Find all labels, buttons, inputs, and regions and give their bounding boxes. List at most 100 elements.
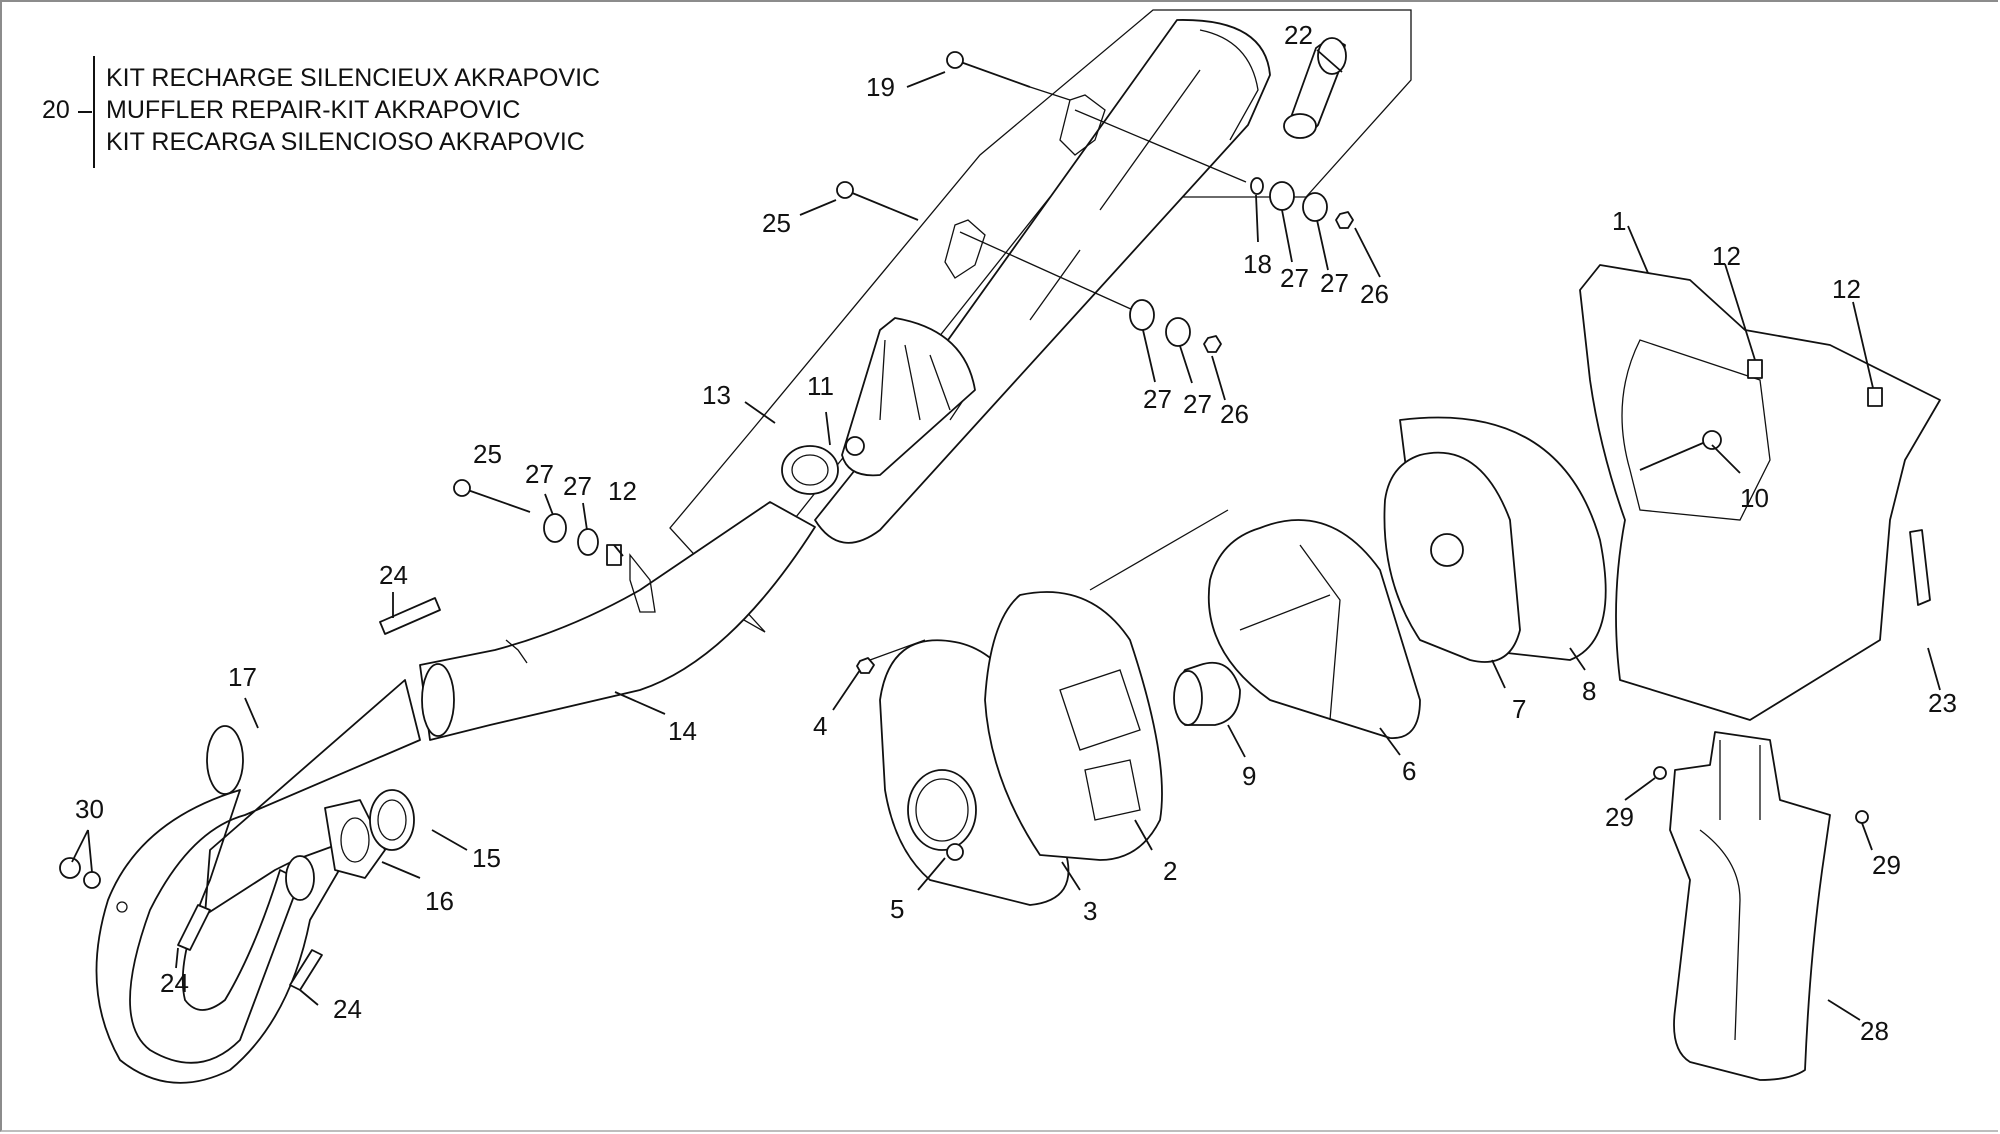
link-pipe [419, 501, 816, 741]
muffler-bolt-head [946, 51, 964, 69]
filter-bolt-knob [1702, 430, 1722, 450]
muffler-cone-ribs [879, 339, 951, 421]
screw-left [1653, 766, 1667, 780]
callout-c27a: 27 [1280, 263, 1309, 293]
clip-nut-airbox-right [1867, 387, 1883, 407]
filter-hub [1430, 533, 1464, 567]
airbox-group [1579, 264, 1941, 1081]
drain-plug [59, 857, 81, 879]
callout-c17: 17 [228, 662, 257, 692]
link-pipe-group [419, 479, 816, 741]
bolt-lower-head [453, 479, 471, 497]
leader-line-set [71, 49, 1941, 1021]
filter-group [1173, 416, 1607, 739]
screw-right [1855, 810, 1869, 824]
callout-c14: 14 [668, 716, 697, 746]
clip-nut-airbox-left [1747, 359, 1763, 379]
callout-c11: 11 [807, 371, 834, 401]
callout-c27f: 27 [563, 471, 592, 501]
callout-c10: 10 [1740, 483, 1769, 513]
kit-descriptions: KIT RECHARGE SILENCIEUX AKRAPOVIC MUFFLE… [106, 62, 600, 158]
header-pipe-outlet [285, 855, 315, 901]
exhaust-gasket [324, 799, 386, 879]
callout-c27c: 27 [1143, 384, 1172, 414]
cover-nut [856, 657, 875, 674]
clip-nut-pipe [606, 544, 622, 566]
airbox-cover [984, 591, 1163, 861]
kit-leader [78, 111, 92, 113]
kit-bracket [93, 56, 95, 168]
lock-nut-lower [1203, 335, 1222, 353]
header-pipe [95, 679, 421, 1084]
end-plug-cap [1317, 37, 1347, 75]
callout-c28: 28 [1860, 1016, 1889, 1046]
callout-c27e: 27 [525, 459, 554, 489]
cover-axis [1089, 509, 1229, 591]
strap [1909, 529, 1931, 606]
grommet-pipe-outer [577, 528, 599, 556]
bolt-upper-head [836, 181, 854, 199]
end-plug-tip [1283, 113, 1317, 139]
link-pipe-tab [505, 639, 528, 664]
muffler-cone [841, 317, 976, 477]
callout-c26b: 26 [1220, 399, 1249, 429]
grommet-lower-outer [1165, 317, 1191, 347]
filter-cage-frame [1239, 544, 1341, 721]
callout-c8: 8 [1582, 676, 1596, 706]
header-pipe-group [59, 597, 441, 1084]
callout-c29a: 29 [1605, 802, 1634, 832]
callout-labels: 1234567891011121212131415161718192223242… [75, 20, 1957, 1046]
bolt-upper [844, 189, 919, 221]
callout-c5: 5 [890, 894, 904, 924]
grommet-upper-outer [1302, 192, 1328, 222]
mud-flap [1669, 731, 1831, 1081]
callout-c27b: 27 [1320, 268, 1349, 298]
muffler-end-cap [1199, 29, 1259, 141]
callout-c23: 23 [1928, 688, 1957, 718]
mud-flap-ribs [1699, 740, 1761, 1041]
callout-c2: 2 [1163, 856, 1177, 886]
callout-c15: 15 [472, 843, 501, 873]
link-pipe-inlet [421, 663, 455, 737]
muffler-bolt [954, 59, 1031, 88]
callout-c12c: 12 [1832, 274, 1861, 304]
exhaust-gasket-hole [340, 817, 370, 863]
clamp-screw [845, 436, 865, 456]
upper-mount-axis [1074, 109, 1247, 183]
callout-c25b: 25 [473, 439, 502, 469]
bolt-lower [461, 487, 531, 513]
callout-c24a: 24 [379, 560, 408, 590]
drain-plug-port [116, 901, 128, 913]
airbox-opening [1621, 339, 1771, 521]
callout-c13: 13 [702, 380, 731, 410]
muffler-bracket-upper [1059, 94, 1106, 156]
callout-c22: 22 [1284, 20, 1313, 50]
callout-c27d: 27 [1183, 389, 1212, 419]
exhaust-seal-inner [377, 799, 407, 841]
callout-c30: 30 [75, 794, 104, 824]
exhaust-seal [369, 789, 415, 851]
washer [1250, 177, 1264, 195]
muffler-clamp-inner [791, 454, 829, 486]
intake-boot-inner [915, 778, 969, 842]
callout-c29b: 29 [1872, 850, 1901, 880]
lower-mount-axis [959, 231, 1134, 311]
airbox [1579, 264, 1941, 721]
callout-c1: 1 [1612, 206, 1626, 236]
callout-c25a: 25 [762, 208, 791, 238]
callout-c3: 3 [1083, 896, 1097, 926]
intake-sleeve-mouth [1173, 670, 1203, 726]
callout-c6: 6 [1402, 756, 1416, 786]
callout-c16: 16 [425, 886, 454, 916]
callout-c24b: 24 [160, 968, 189, 998]
callout-c12a: 12 [608, 476, 637, 506]
cover-nut-axis [869, 639, 926, 661]
muffler-group [669, 9, 1412, 633]
callout-c18: 18 [1243, 249, 1272, 279]
callout-c9: 9 [1242, 761, 1256, 791]
cover-ribs [1059, 669, 1141, 821]
spring-left [177, 904, 211, 951]
callout-c24c: 24 [333, 994, 362, 1024]
